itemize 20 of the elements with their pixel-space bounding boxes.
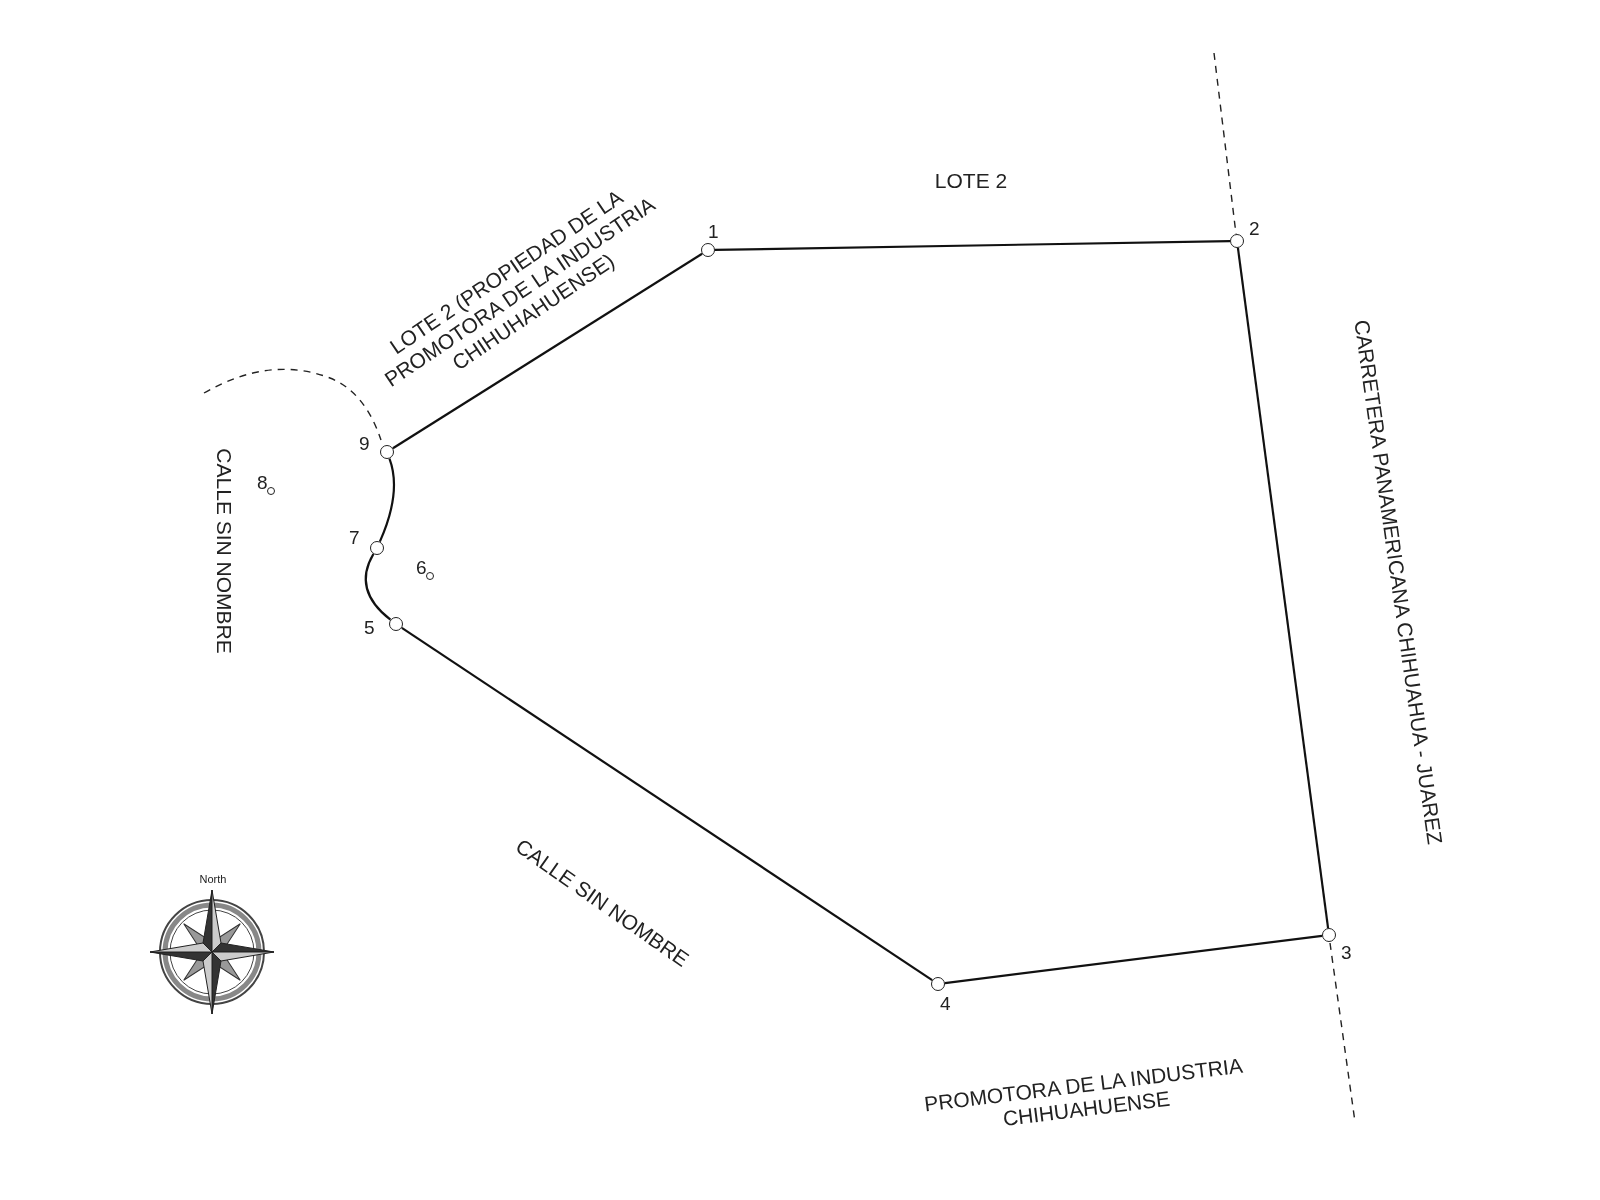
point-number: 8 (257, 473, 268, 492)
parcel-label: LOTE 2 (933, 169, 1009, 194)
boundary-line (392, 252, 703, 450)
boundary-line (715, 240, 1230, 251)
street-label: CALLE SIN NOMBRE (212, 447, 237, 656)
boundary-line (378, 458, 396, 543)
point-number: 4 (940, 994, 951, 1013)
point-number: 9 (359, 434, 370, 453)
point-number: 3 (1341, 943, 1352, 962)
compass-label: North (198, 872, 228, 886)
boundary-line (364, 553, 392, 621)
boundary-line (1236, 247, 1330, 929)
parcel-label: PROMOTORA DE LA INDUSTRIA CHIHUAHUENSE (922, 1052, 1245, 1133)
boundary-line (944, 934, 1323, 985)
point-number: 2 (1249, 219, 1260, 238)
point-number: 5 (364, 618, 375, 637)
boundary-line (401, 626, 933, 982)
point-number: 6 (416, 558, 427, 577)
point-number: 7 (349, 528, 360, 547)
point-number: 1 (708, 222, 719, 241)
